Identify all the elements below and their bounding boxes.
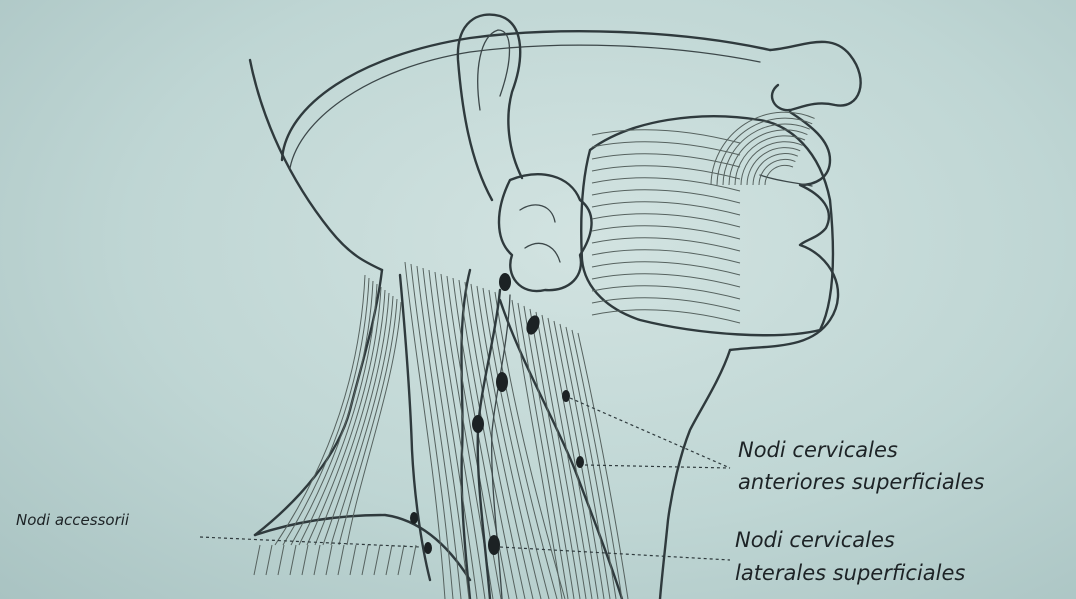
muscle-fiber <box>759 159 795 185</box>
muscle-fiber <box>592 250 740 263</box>
muscle-fibers <box>254 112 815 599</box>
parotid-lobules <box>499 174 592 291</box>
muscle-fiber <box>278 545 284 575</box>
muscle-fiber <box>592 286 740 299</box>
muscle-fiber <box>326 545 332 575</box>
muscle-fiber <box>592 178 740 191</box>
muscle-fiber <box>254 545 260 575</box>
lymph-node <box>562 390 570 402</box>
parotid-inner <box>520 205 560 262</box>
skull-band-inner <box>290 45 760 168</box>
muscle-fiber <box>350 545 356 575</box>
skull-band <box>282 31 770 160</box>
muscle-fiber <box>592 238 740 251</box>
muscle-fiber <box>386 545 392 575</box>
muscle-fiber <box>290 545 296 575</box>
ear-helix <box>478 30 510 110</box>
nose-outline <box>770 42 861 110</box>
label-lateral-line1: Nodi cervicales <box>735 530 895 551</box>
neck-front-line <box>660 350 730 599</box>
trapezius-outline <box>400 275 430 580</box>
label-lateral-line2: laterales superficiales <box>735 563 965 584</box>
label-nodi-accessorii: Nodi accessorii <box>16 513 129 528</box>
muscle-fiber <box>410 545 416 575</box>
lymph-node <box>576 456 584 468</box>
scalp-outline <box>250 60 382 270</box>
ear-outline <box>458 15 522 200</box>
muscle-fiber <box>338 545 344 575</box>
muscle-fiber <box>398 545 404 575</box>
lymph-node <box>488 535 500 555</box>
muscle-fiber <box>374 545 380 575</box>
label-anterior-line2: anteriores superficiales <box>738 472 984 493</box>
muscle-fiber <box>592 262 740 275</box>
lymph-node <box>499 273 511 291</box>
mouth-line <box>760 175 812 186</box>
muscle-fiber <box>592 226 740 239</box>
muscle-fiber <box>459 280 517 599</box>
label-anterior-line1: Nodi cervicales <box>738 440 898 461</box>
lymph-node <box>410 512 418 524</box>
muscle-fiber <box>592 310 740 323</box>
muscle-fiber <box>266 545 272 575</box>
lymph-node <box>472 415 484 433</box>
muscle-fiber <box>592 142 740 155</box>
muscle-fiber <box>592 274 740 287</box>
lymph-node <box>496 372 508 392</box>
muscle-fiber <box>711 112 815 185</box>
muscle-fiber <box>717 118 812 185</box>
muscle-fiber <box>314 545 320 575</box>
leader-anterior <box>570 398 730 468</box>
leader-lateral <box>500 547 730 560</box>
muscle-fiber <box>592 214 740 227</box>
muscle-fiber <box>592 202 740 215</box>
neck-back-line <box>255 270 382 535</box>
muscle-fiber <box>331 296 393 545</box>
muscle-fiber <box>302 545 308 575</box>
muscle-fiber <box>362 545 368 575</box>
lymph-node <box>424 542 432 554</box>
muscle-fiber <box>592 190 740 203</box>
